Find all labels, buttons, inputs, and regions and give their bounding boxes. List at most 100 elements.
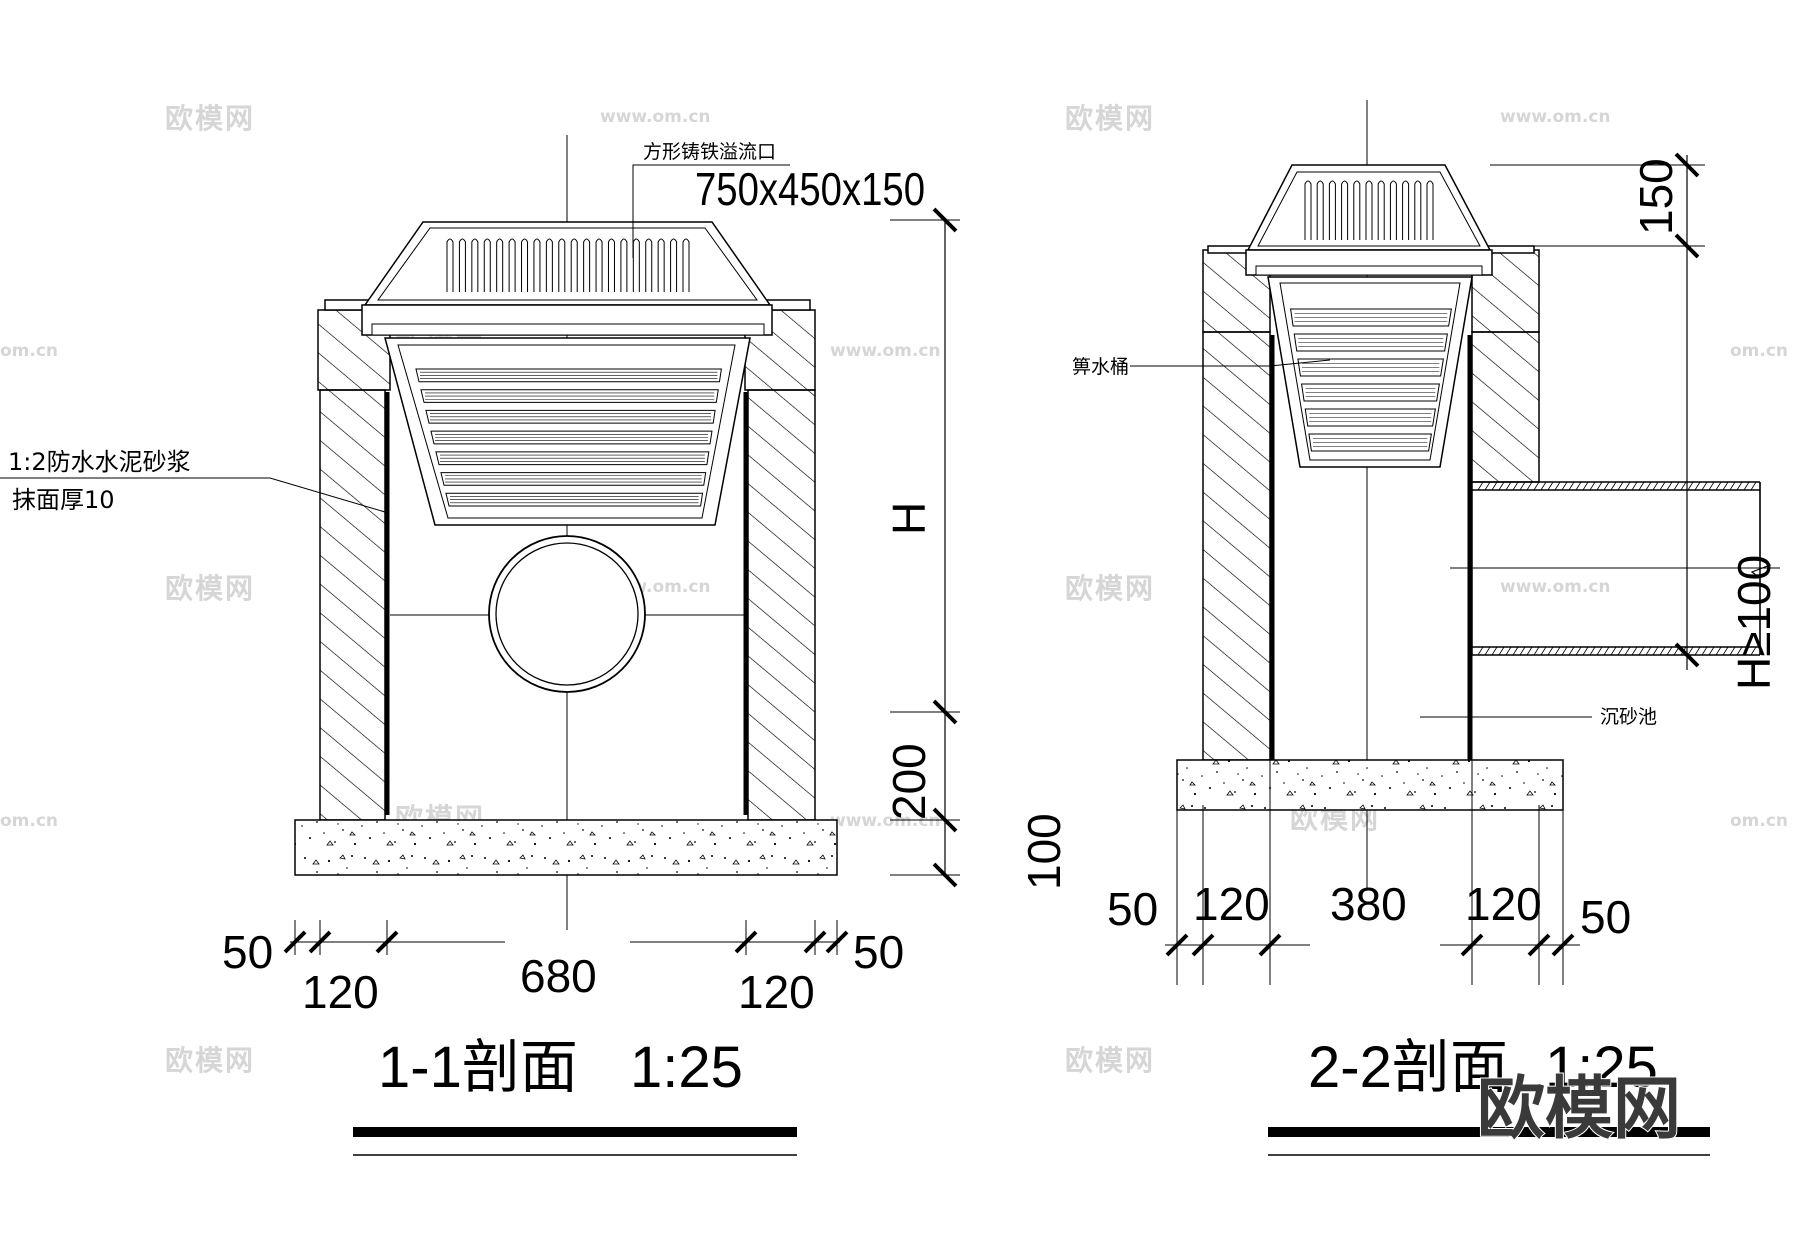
pipe-hatch-line — [1554, 646, 1561, 656]
pipe-hatch-line — [1582, 481, 1589, 491]
pipe-hatch-line — [1652, 646, 1659, 656]
grate-slot — [1328, 180, 1336, 240]
watermark-brand: 欧模网 — [165, 572, 255, 605]
dim-50-right: 50 — [853, 926, 904, 978]
watermark-url: www.om.cn — [600, 107, 711, 127]
pipe-hatch-line — [1736, 646, 1743, 656]
pipe-hatch-line — [1687, 481, 1694, 491]
dim-150: 150 — [1630, 158, 1682, 235]
dim-ticks-horizontal — [283, 930, 849, 954]
watermark-brand: 欧模网 — [1065, 1044, 1155, 1077]
section-2-2 — [1130, 100, 1780, 1156]
dim-horizontal — [290, 920, 840, 955]
pipe-hatch-line — [1484, 481, 1491, 491]
grate-slot — [446, 238, 454, 292]
grate-slot — [1316, 180, 1324, 240]
grate-slot — [657, 238, 665, 292]
pipe-hatch-line — [1687, 646, 1694, 656]
dim-120-right: 120 — [738, 966, 815, 1018]
wall-right — [747, 389, 816, 821]
pipe-hatch-line — [1596, 646, 1603, 656]
watermark-url: www.om.cn — [830, 811, 941, 831]
pipe-hatch-line — [1743, 646, 1750, 656]
wall-left — [1202, 331, 1271, 761]
grate-slot — [682, 238, 690, 292]
watermark-url: om.cn — [1730, 341, 1788, 361]
pipe-hatch-line — [1540, 646, 1547, 656]
brand-logo: 欧模网 — [1477, 1070, 1681, 1149]
bucket-slats — [1290, 308, 1452, 452]
section-1-1-labels: 方形铸铁溢流口 750x450x150 1:2防水水泥砂浆 抹面厚10 H 20… — [8, 141, 1070, 1100]
grate-slot — [645, 238, 653, 292]
pipe-hatch-line — [1477, 481, 1484, 491]
base-slab — [294, 819, 838, 876]
pipe-hatch-line — [1533, 646, 1540, 656]
pipe-hatch-line — [1484, 646, 1491, 656]
outlet-pipe-inner — [495, 542, 639, 686]
pipe-hatch-line — [1680, 481, 1687, 491]
pipe-hatch-line — [1715, 646, 1722, 656]
pipe-hatch-line — [1526, 481, 1533, 491]
pipe-hatch-line — [1610, 646, 1617, 656]
pipe-hatch-line — [1498, 646, 1505, 656]
pipe-hatch-line — [1617, 646, 1624, 656]
pipe-hatch-line — [1659, 481, 1666, 491]
dim-ticks-horizontal — [1165, 933, 1575, 957]
bucket — [384, 337, 751, 526]
grate-label: 方形铸铁溢流口 — [643, 141, 776, 163]
dim-50-left: 50 — [1107, 883, 1158, 935]
grate-slot — [1414, 180, 1422, 240]
watermark-url: om.cn — [0, 341, 58, 361]
grate-slot — [483, 238, 491, 292]
grate-slot — [558, 238, 566, 292]
dim-120-right: 120 — [1465, 878, 1542, 930]
wall-left — [319, 389, 386, 821]
pipe-hatch-line — [1729, 646, 1736, 656]
grate-slots — [446, 238, 690, 292]
pipe-hatch-line — [1617, 481, 1624, 491]
dim-120-left: 120 — [1193, 878, 1270, 930]
pipe-hatch-line — [1519, 646, 1526, 656]
pipe-hatch-line — [1708, 646, 1715, 656]
grate-size: 750x450x150 — [695, 163, 925, 215]
grate-slot — [620, 238, 628, 292]
pipe-hatch-line — [1547, 481, 1554, 491]
pipe-hatch-line — [1624, 481, 1631, 491]
leader-mortar — [0, 477, 386, 513]
pipe-hatch-line — [1750, 481, 1757, 491]
watermark-url: www.om.cn — [830, 341, 941, 361]
pipe-hatch-line — [1519, 481, 1526, 491]
pipe-hatch-line — [1477, 646, 1484, 656]
dim-ticks-vertical — [932, 207, 958, 888]
pipe-hatch-line — [1498, 481, 1505, 491]
section-1-scale: 1:25 — [630, 1035, 743, 1100]
watermark-url: om.cn — [0, 811, 58, 831]
grate-slot — [1353, 180, 1361, 240]
pipe-hatch-line — [1694, 481, 1701, 491]
section-2-scale: 1:25 — [1545, 1035, 1658, 1100]
watermark-url: om.cn — [1730, 811, 1788, 831]
pipe-hatch-line — [1589, 481, 1596, 491]
sand-basin-label: 沉砂池 — [1600, 706, 1657, 728]
grate-slot — [1389, 180, 1397, 240]
dim-50-right: 50 — [1580, 891, 1631, 943]
watermark-url: www.om.cn — [1500, 577, 1611, 597]
dim-120-left: 120 — [302, 966, 379, 1018]
grate-slot — [595, 238, 603, 292]
dim-200: 200 — [883, 743, 935, 820]
pipe-hatch-line — [1505, 646, 1512, 656]
grate-slot — [1426, 180, 1434, 240]
bucket-label: 箅水桶 — [1072, 356, 1129, 378]
dim-100: 100 — [1018, 813, 1070, 890]
grate-slot — [521, 238, 529, 292]
pipe-hatch-line — [1568, 481, 1575, 491]
mortar-label: 1:2防水水泥砂浆 — [8, 448, 191, 476]
watermark-brand: 欧模网 — [165, 102, 255, 135]
watermark-url: www.om.cn — [1500, 107, 1611, 127]
mortar-thickness-label: 抹面厚10 — [12, 486, 115, 514]
pipe-hatch-line — [1596, 481, 1603, 491]
grate-slot — [1341, 180, 1349, 240]
pipe-hatch-line — [1638, 646, 1645, 656]
pipe-hatch-line — [1568, 646, 1575, 656]
